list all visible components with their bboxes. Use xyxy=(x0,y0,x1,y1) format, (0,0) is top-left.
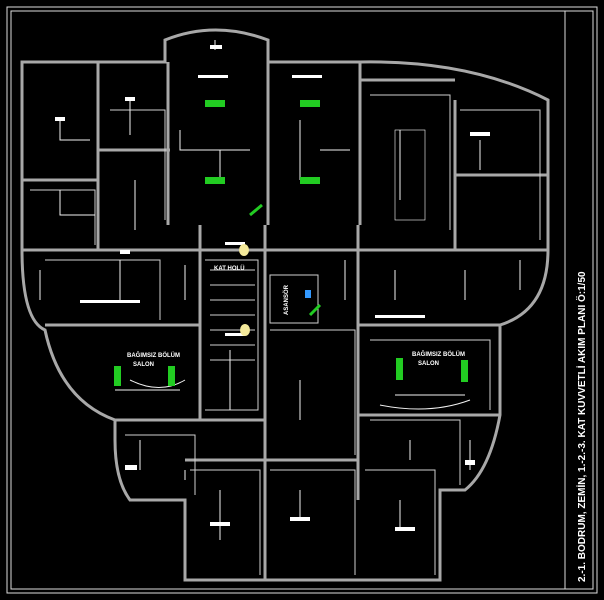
outlet-icon xyxy=(305,290,311,298)
lamp-icon xyxy=(240,324,250,336)
outer-frame xyxy=(6,6,598,594)
fixture-icon xyxy=(114,366,121,386)
fixture-icon xyxy=(300,100,320,107)
fixture-icon xyxy=(205,177,225,184)
fixture-icon xyxy=(300,177,320,184)
elevator-label: ASANSÖR xyxy=(283,284,290,315)
room-right-sublabel: SALON xyxy=(418,361,439,367)
fixture-icon xyxy=(205,100,225,107)
room-right-label: BAĞIMSIZ BÖLÜM xyxy=(412,350,465,358)
fixture-icon xyxy=(396,358,403,380)
hall-label: KAT HOLÜ xyxy=(214,265,245,272)
room-left-sublabel: SALON xyxy=(133,362,154,368)
inner-frame xyxy=(10,10,594,590)
drawing-title: 2.-1. BODRUM, ZEMİN, 1.-2.-3. KAT KUVVET… xyxy=(575,271,588,582)
wiring xyxy=(39,40,521,540)
light-fixtures xyxy=(114,100,468,386)
building-walls xyxy=(20,28,550,582)
fixture-icon xyxy=(308,303,322,317)
room-left-label: BAĞIMSIZ BÖLÜM xyxy=(127,351,180,359)
lamp-icon xyxy=(239,244,249,256)
fixture-icon xyxy=(249,203,263,217)
fixture-icon xyxy=(168,366,175,386)
fixture-icon xyxy=(461,360,468,382)
